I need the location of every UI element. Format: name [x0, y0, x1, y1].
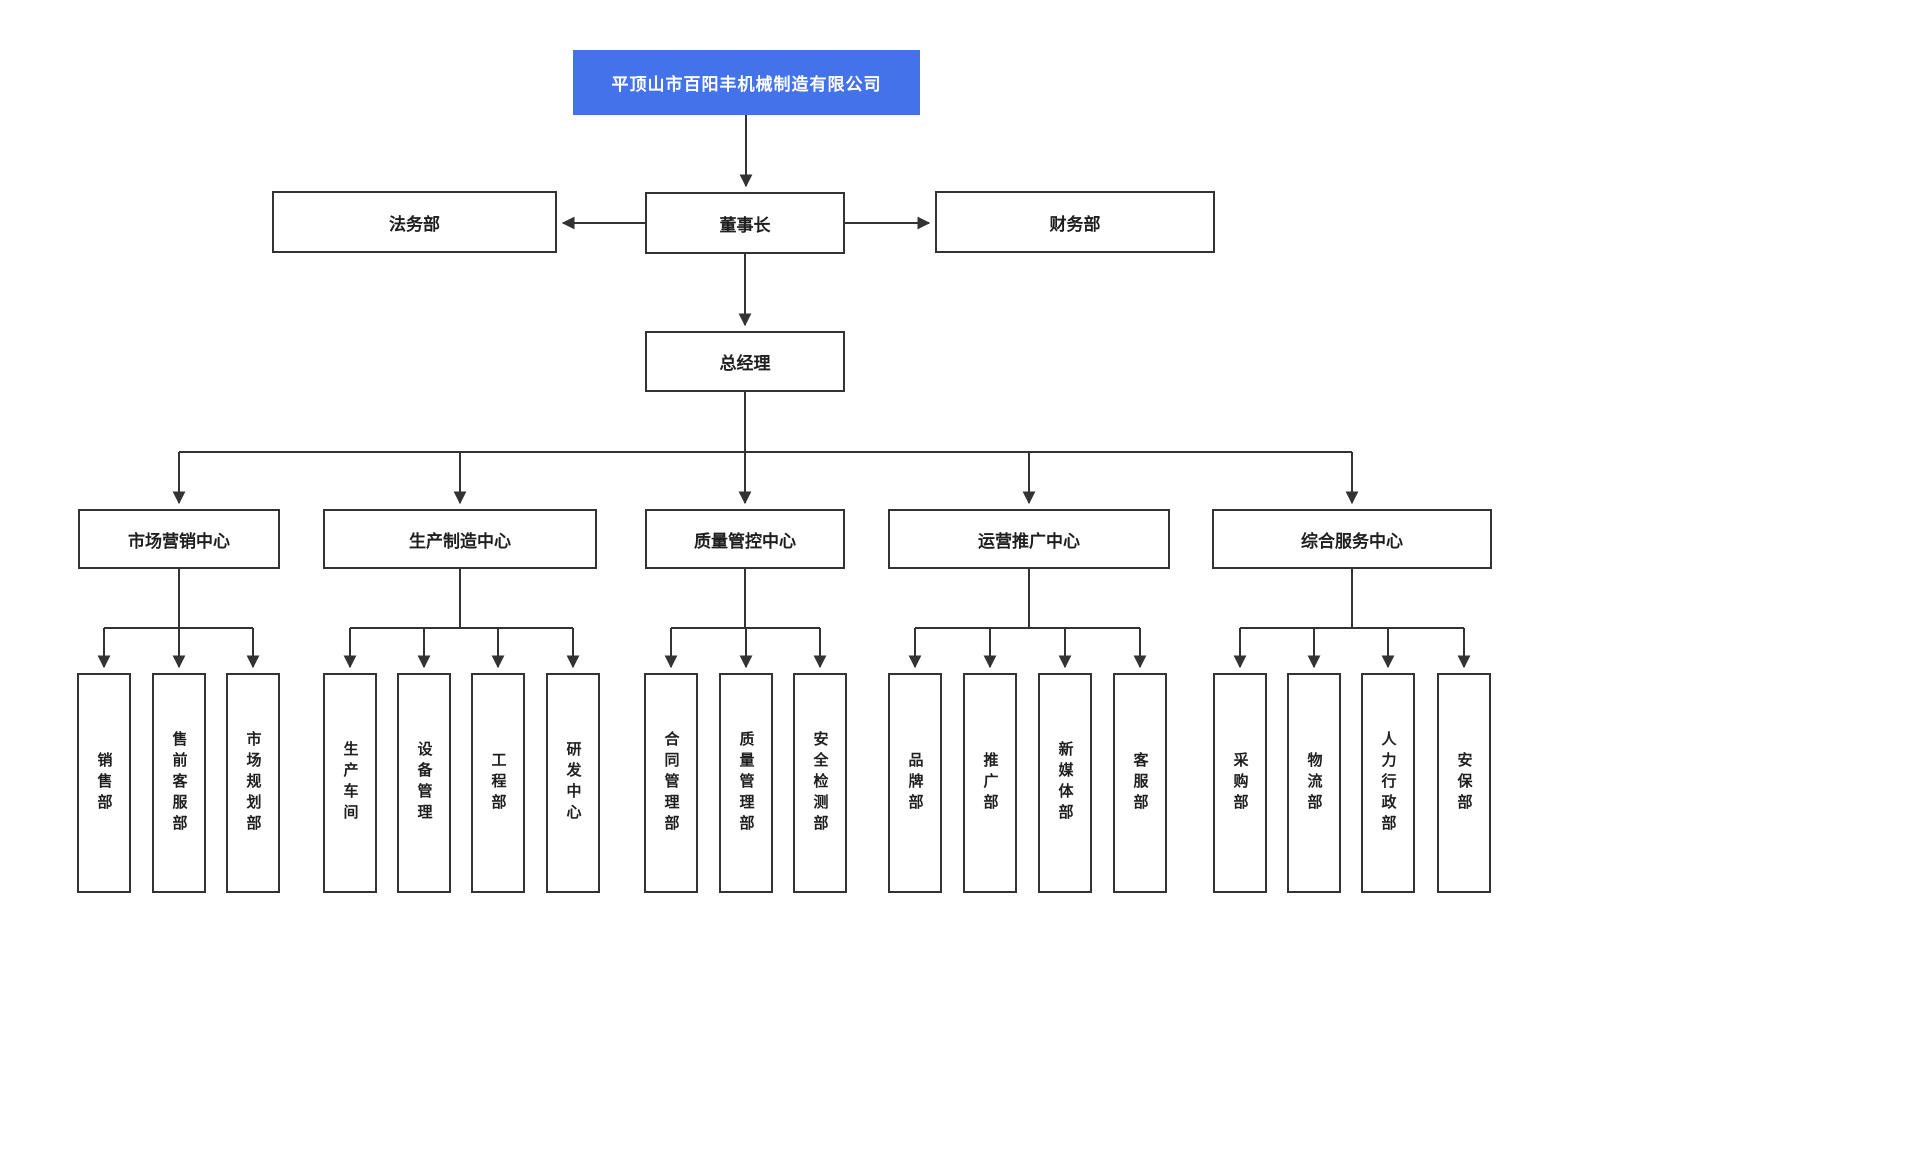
org-node-security-dept: 安保部 [1437, 673, 1491, 893]
org-node-production-workshop: 生产车间 [323, 673, 377, 893]
org-node-contract-management-dept: 合同管理部 [644, 673, 698, 893]
org-node-sales-dept: 销售部 [77, 673, 131, 893]
org-node-engineering-dept: 工程部 [471, 673, 525, 893]
org-node-production-center: 生产制造中心 [323, 509, 597, 569]
org-node-operations-center: 运营推广中心 [888, 509, 1170, 569]
org-node-marketing-center: 市场营销中心 [78, 509, 280, 569]
department-label: 推广部 [981, 751, 999, 815]
department-label: 物流部 [1305, 751, 1323, 815]
org-node-safety-inspection-dept: 安全检测部 [793, 673, 847, 893]
department-label: 销售部 [95, 751, 113, 815]
org-node-brand-dept: 品牌部 [888, 673, 942, 893]
org-node-legal-dept: 法务部 [272, 191, 557, 253]
services-center-label: 综合服务中心 [1301, 531, 1403, 551]
org-node-hr-admin-dept: 人力行政部 [1361, 673, 1415, 893]
org-node-customer-service-dept: 客服部 [1113, 673, 1167, 893]
org-node-services-center: 综合服务中心 [1212, 509, 1492, 569]
department-label: 质量管理部 [737, 730, 755, 836]
department-label: 人力行政部 [1379, 730, 1397, 836]
department-label: 生产车间 [341, 741, 359, 825]
org-node-promotion-dept: 推广部 [963, 673, 1017, 893]
operations-center-label: 运营推广中心 [978, 531, 1080, 551]
marketing-center-label: 市场营销中心 [128, 531, 230, 551]
department-label: 安全检测部 [811, 730, 829, 836]
department-label: 研发中心 [564, 741, 582, 825]
department-label: 设备管理 [415, 741, 433, 825]
finance-dept-label: 财务部 [1049, 214, 1101, 234]
org-node-chairman: 董事长 [645, 192, 845, 254]
production-center-label: 生产制造中心 [409, 531, 511, 551]
org-node-finance-dept: 财务部 [935, 191, 1215, 253]
legal-dept-label: 法务部 [389, 214, 440, 234]
org-node-presales-service-dept: 售前客服部 [152, 673, 206, 893]
chairman-label: 董事长 [719, 215, 771, 235]
company-label: 平顶山市百阳丰机械制造有限公司 [611, 75, 882, 94]
org-node-rd-center: 研发中心 [546, 673, 600, 893]
org-node-new-media-dept: 新媒体部 [1038, 673, 1092, 893]
department-label: 工程部 [489, 751, 507, 815]
department-label: 市场规划部 [244, 730, 262, 836]
org-node-equipment-management: 设备管理 [397, 673, 451, 893]
org-node-quality-management-dept: 质量管理部 [719, 673, 773, 893]
department-label: 采购部 [1231, 751, 1249, 815]
department-label: 新媒体部 [1056, 741, 1074, 825]
org-node-quality-center: 质量管控中心 [645, 509, 845, 569]
org-node-logistics-dept: 物流部 [1287, 673, 1341, 893]
department-label: 品牌部 [906, 751, 924, 815]
org-node-market-planning-dept: 市场规划部 [226, 673, 280, 893]
org-node-general-manager: 总经理 [645, 331, 845, 392]
general-manager-label: 总经理 [719, 354, 771, 373]
department-label: 安保部 [1455, 751, 1473, 815]
org-node-company: 平顶山市百阳丰机械制造有限公司 [573, 50, 920, 115]
department-label: 售前客服部 [170, 730, 188, 836]
department-label: 合同管理部 [662, 730, 680, 836]
department-label: 客服部 [1131, 751, 1149, 815]
quality-center-label: 质量管控中心 [694, 531, 796, 551]
org-node-procurement-dept: 采购部 [1213, 673, 1267, 893]
